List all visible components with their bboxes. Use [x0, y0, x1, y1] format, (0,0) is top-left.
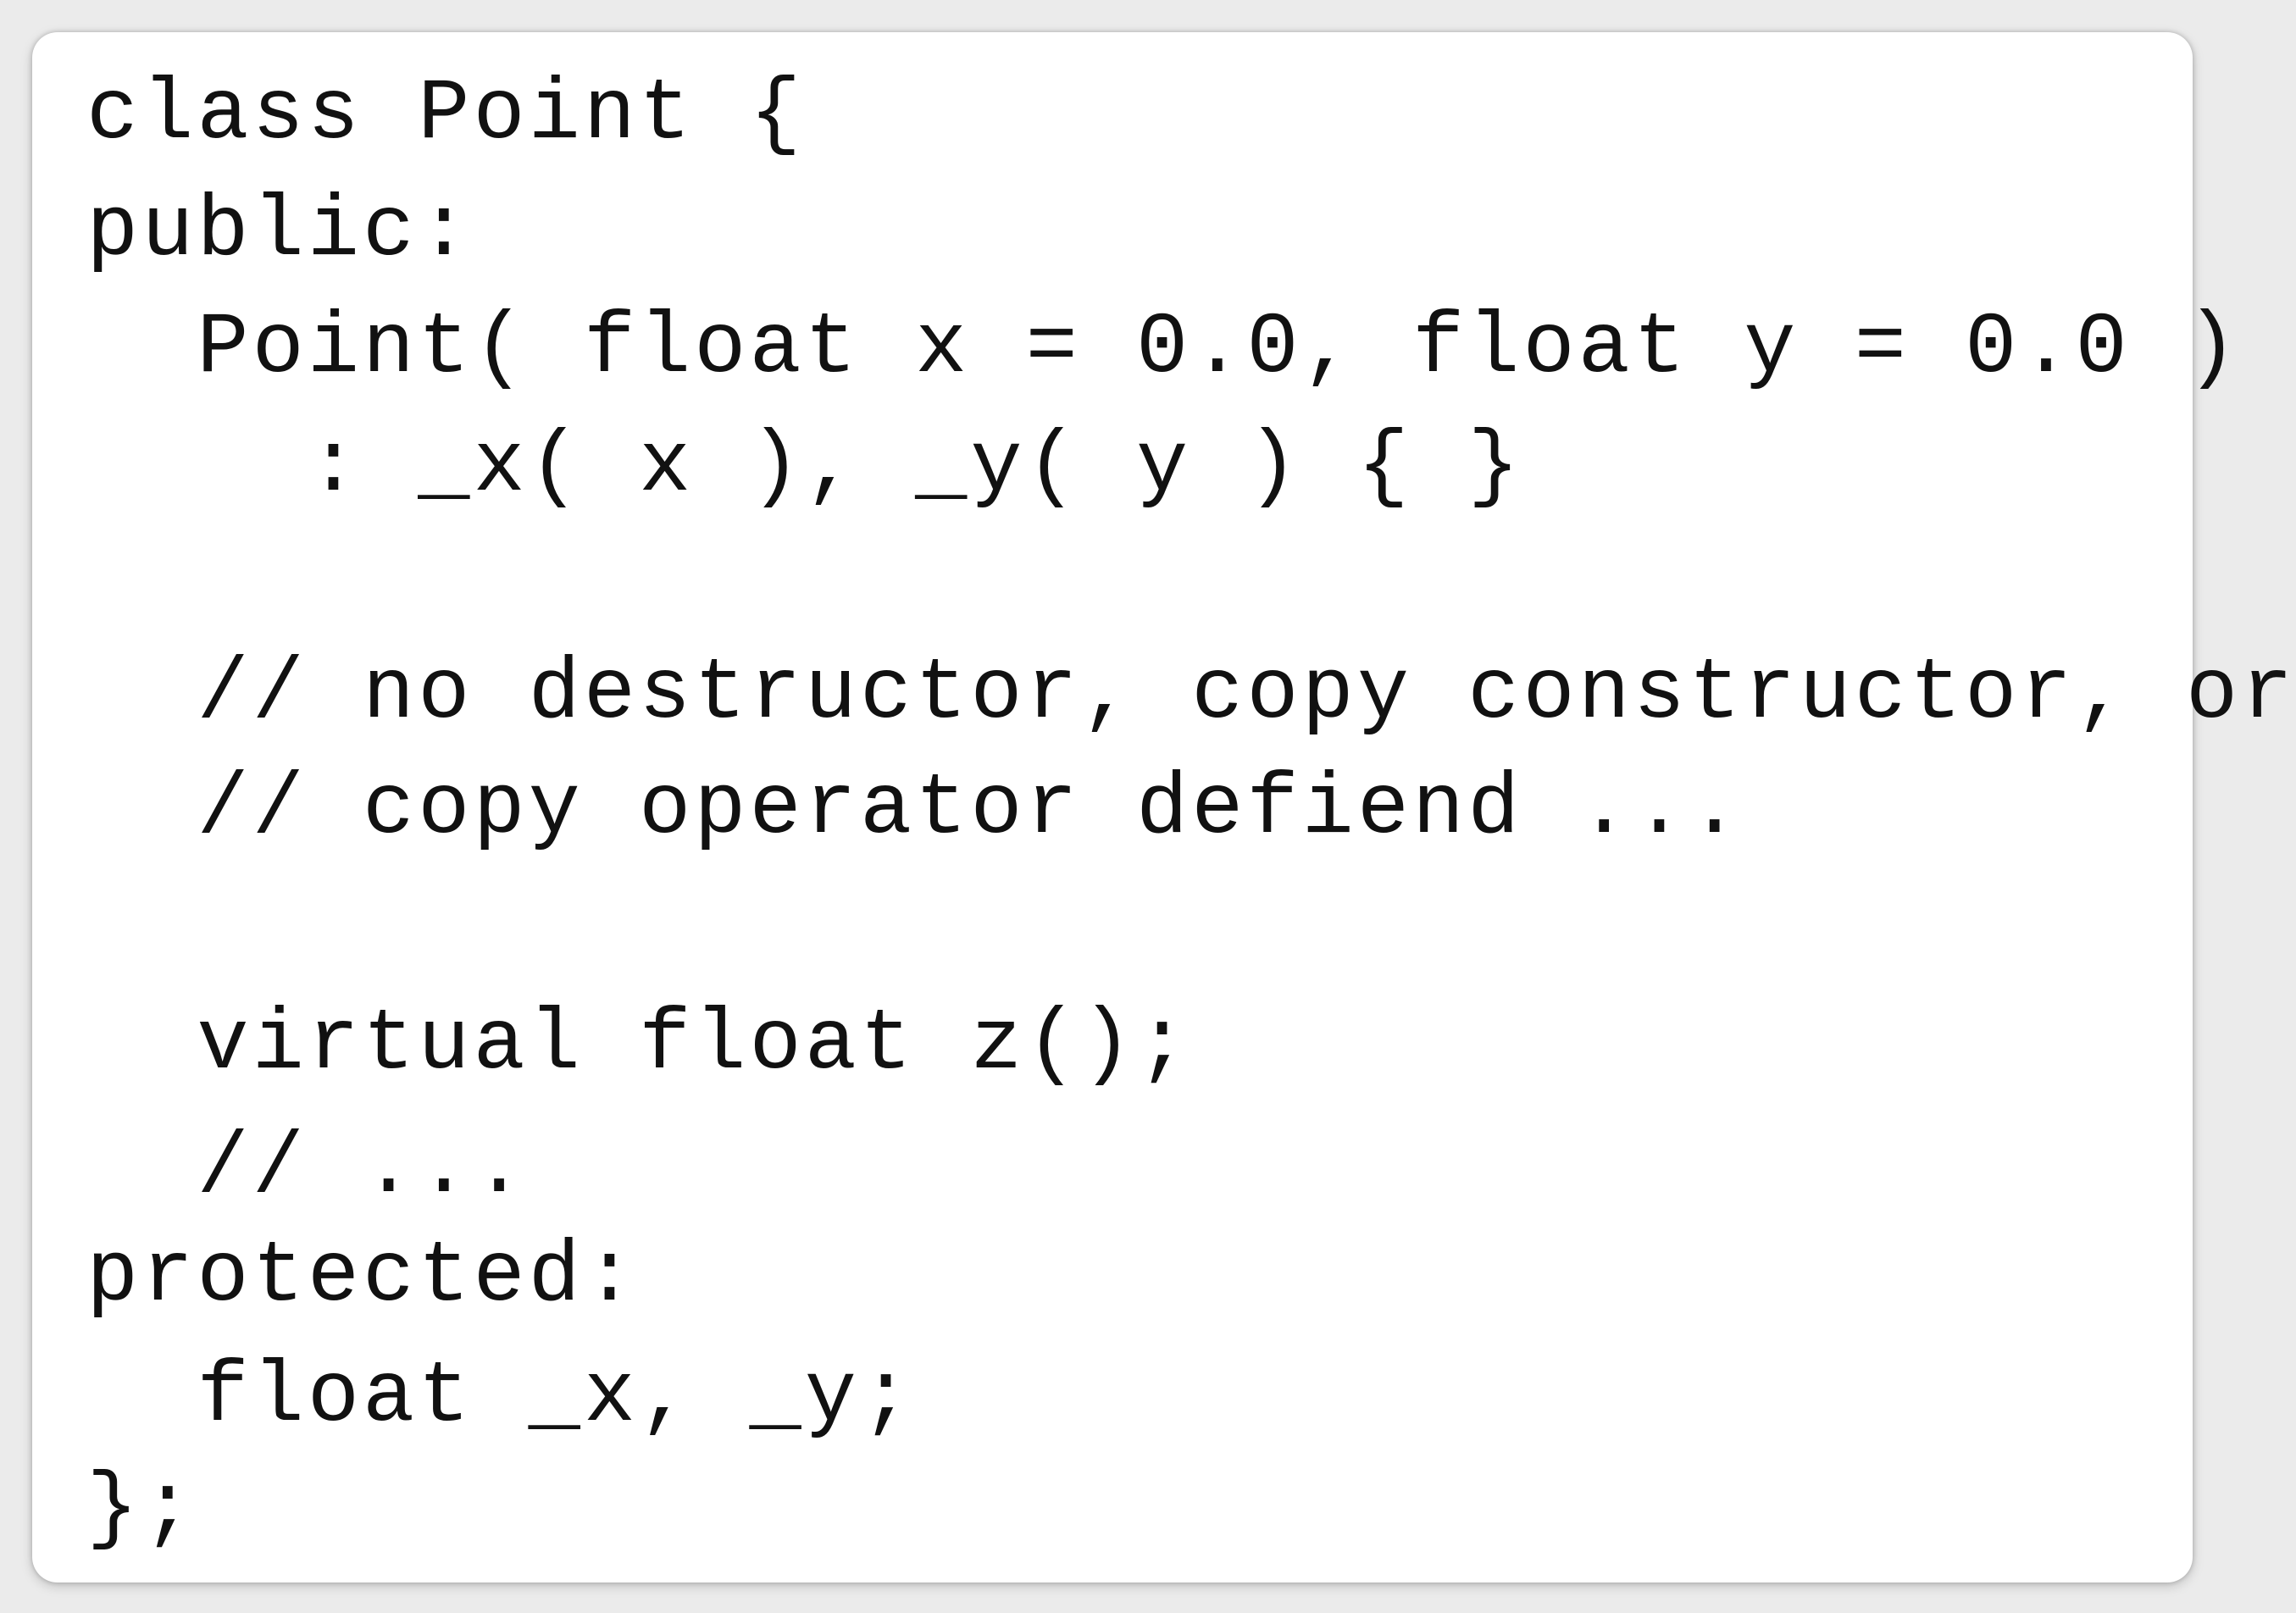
page: class Point { public: Point( float x = 0…: [32, 32, 2293, 1583]
code-line: // ...: [86, 1119, 529, 1217]
code-block: class Point { public: Point( float x = 0…: [32, 32, 2293, 1583]
code-line: // copy operator defiend ...: [86, 760, 1744, 858]
code-line: virtual float z();: [86, 995, 1192, 1094]
code-line: };: [86, 1460, 197, 1558]
code-line: : _x( x ), _y( y ) { }: [86, 418, 1523, 516]
code-card: class Point { public: Point( float x = 0…: [32, 32, 2293, 1583]
code-line: // no destructor, copy constructor, or: [86, 645, 2296, 743]
code-line: public:: [86, 182, 474, 280]
code-line: Point( float x = 0.0, float y = 0.0 ): [86, 299, 2242, 397]
code-line: class Point {: [86, 65, 805, 164]
code-line: protected:: [86, 1228, 640, 1326]
code-line: float _x, _y;: [86, 1348, 916, 1446]
